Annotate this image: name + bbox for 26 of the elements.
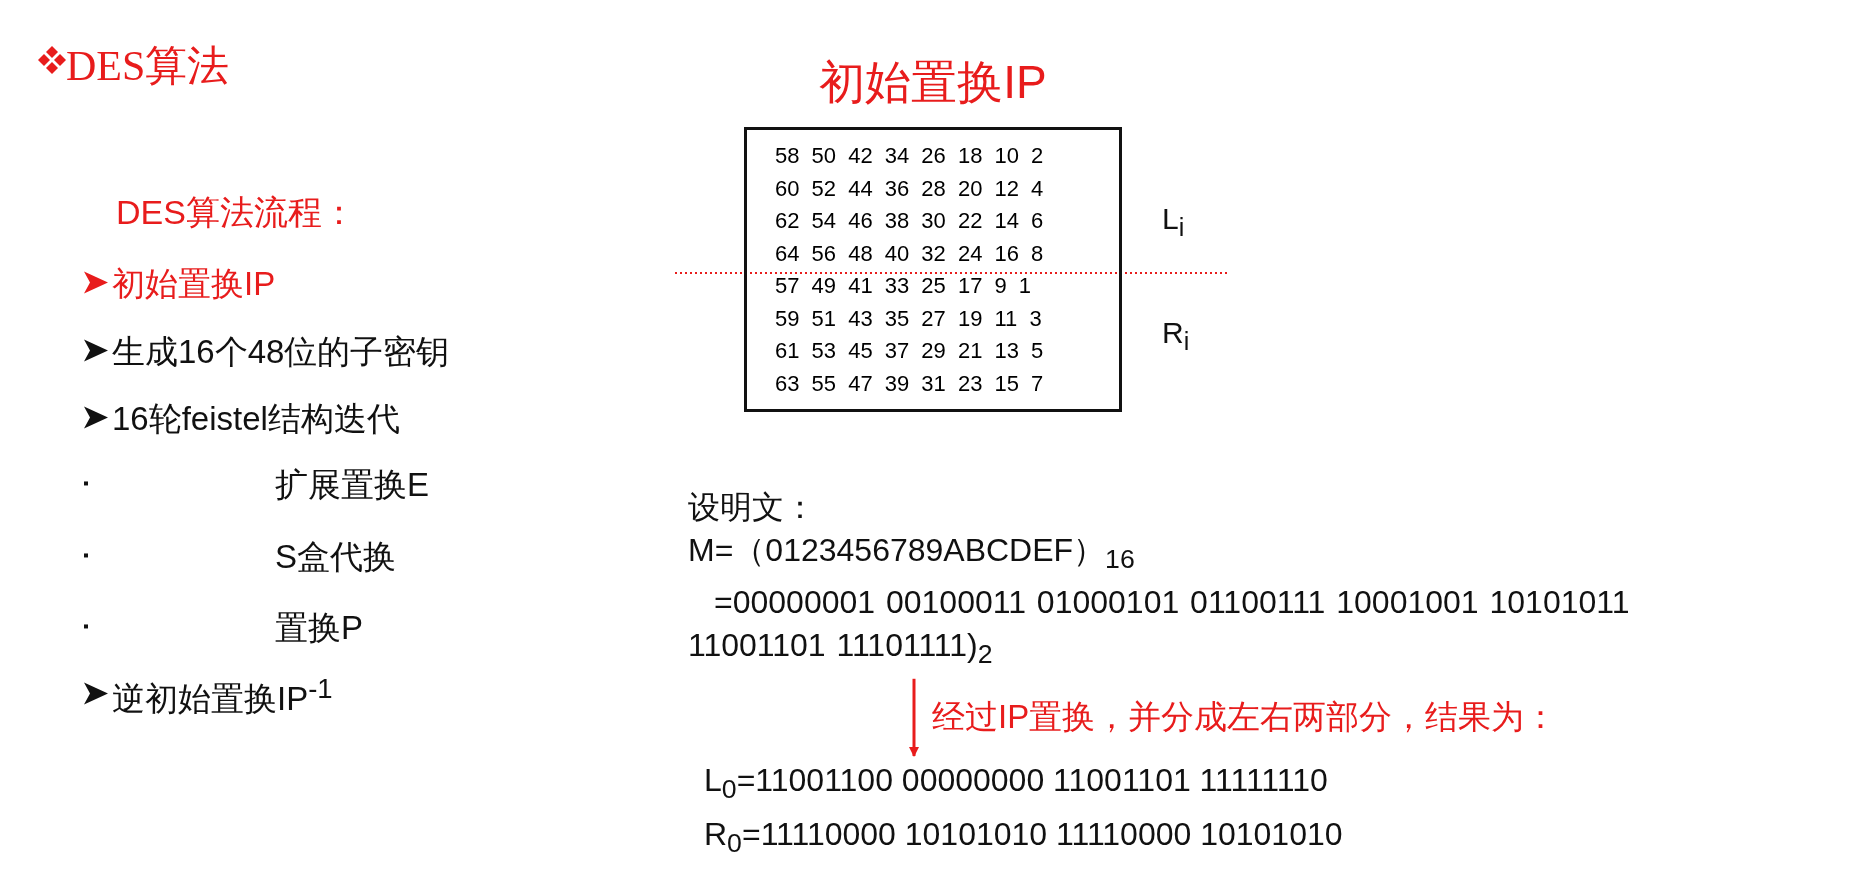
part-label: L$_{i}$: [1162, 202, 1185, 242]
table-row-text: 61 53 45 37 29 21 13 5: [775, 337, 1044, 365]
list-item: 初始置换IP: [112, 264, 276, 304]
list-item: 逆初始置换IP$^{-1}$: [112, 673, 333, 719]
text-line: 设明文：: [688, 488, 817, 527]
arrow: [909, 678, 919, 757]
table-row-text: 62 54 46 38 30 22 14 6: [775, 207, 1044, 235]
table-row-text: 59 51 43 35 27 19 11 3: [775, 304, 1042, 333]
table-heading: 初始置换IP: [819, 55, 1047, 110]
text-line: R$_{0}$=11110000 10101010 11110000 10101010: [704, 815, 1343, 861]
list-item: 扩展置换E: [275, 465, 429, 505]
part-label: R$_{i}$: [1162, 316, 1190, 356]
list-item: 生成16个48位的子密钥: [112, 332, 450, 372]
list-heading: DES算法流程：: [116, 192, 356, 233]
text-line: =00000001 00100011 01000101 01100111 10001001 10101011 11001101 11101111)$_{2}$: [688, 583, 1631, 672]
table-row-text: 63 55 47 39 31 23 15 7: [775, 369, 1044, 398]
title: DES算法: [66, 42, 230, 91]
list-item: 置换P: [275, 608, 363, 648]
list-item: S盒代换: [275, 537, 396, 577]
table-row-text: 57 49 41 33 25 17 9 1: [775, 272, 1032, 300]
table-row-text: 60 52 44 36 28 20 12 4: [775, 174, 1044, 203]
list-item: 16轮feistel结构迭代: [112, 399, 400, 439]
table-row-text: 58 50 42 34 26 18 10 2: [775, 142, 1044, 170]
text-line: M=（0123456789ABCDEF）$_{16}$: [688, 531, 1136, 577]
text-line: L$_{0}$=11001100 00000000 11001101 11111110: [704, 761, 1329, 807]
table-row-text: 64 56 48 40 32 24 16 8: [775, 239, 1044, 268]
